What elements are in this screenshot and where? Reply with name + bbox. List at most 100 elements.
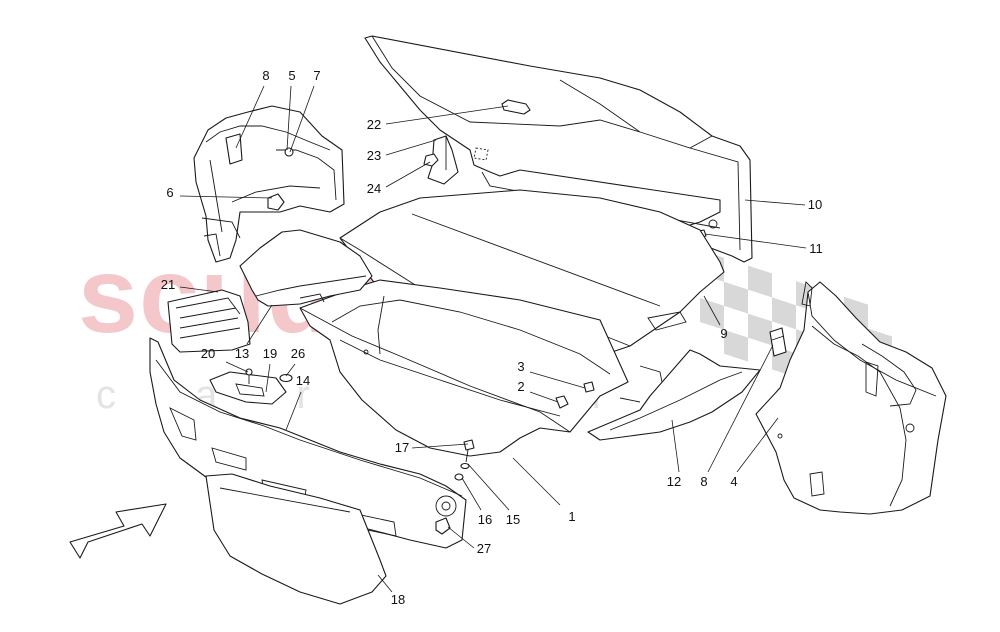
part-18-lower-trim (205, 473, 387, 605)
callout-number: 2 (517, 379, 524, 394)
callout-c24: 24 (367, 161, 431, 196)
callout-number: 14 (296, 373, 310, 388)
callout-c19: 19 (263, 346, 277, 393)
callout-c8a: 8 (235, 68, 270, 149)
callout-c9: 9 (703, 295, 728, 341)
leader-line (744, 199, 806, 206)
leader-line (385, 105, 509, 125)
leader-line (377, 574, 393, 593)
callout-number: 17 (395, 440, 409, 455)
part-2-clip (555, 395, 569, 409)
callout-c16: 16 (461, 477, 492, 527)
callout-number: 6 (166, 185, 173, 200)
callout-c10: 10 (744, 197, 822, 212)
callout-number: 7 (313, 68, 320, 83)
leader-line (736, 417, 779, 473)
part-23-bracket (427, 135, 459, 185)
callout-layer: 1234567889101112131415161718192021222324… (161, 68, 823, 607)
callout-number: 27 (477, 541, 491, 556)
leader-line (385, 161, 431, 188)
part-12-side-panel (587, 349, 761, 441)
callout-c15: 15 (467, 463, 520, 527)
callout-number: 18 (391, 592, 405, 607)
callout-number: 11 (809, 241, 823, 256)
part-20-screw (245, 368, 253, 384)
callout-c2: 2 (517, 379, 559, 403)
leader-line (289, 85, 315, 153)
leader-line (385, 139, 437, 156)
leader-line (285, 363, 296, 377)
leader-line (707, 344, 774, 473)
part-22-clip (501, 99, 531, 115)
leader-line (411, 443, 469, 449)
part-13-front-floor-panel (239, 229, 373, 307)
callout-number: 26 (291, 346, 305, 361)
part-19-latch-plate (209, 371, 287, 405)
part-15-washer (460, 462, 470, 470)
callout-number: 23 (367, 148, 381, 163)
callout-number: 13 (235, 346, 249, 361)
part-8-clip-left (225, 133, 243, 165)
callout-c6: 6 (166, 185, 273, 200)
callout-c21: 21 (161, 277, 219, 293)
leader-line (246, 304, 273, 345)
callout-number: 4 (730, 474, 737, 489)
callout-c13: 13 (235, 304, 273, 361)
callout-c12: 12 (667, 419, 681, 489)
leader-line (179, 195, 273, 199)
callout-number: 20 (201, 346, 215, 361)
callout-number: 9 (720, 326, 727, 341)
callout-c11: 11 (704, 233, 823, 256)
leader-line (285, 391, 302, 431)
callout-number: 21 (161, 277, 175, 292)
leader-line (286, 85, 292, 151)
part-4-rear-side-trim (755, 281, 947, 515)
callout-c27: 27 (447, 526, 491, 556)
leader-line (467, 463, 510, 511)
callout-number: 5 (288, 68, 295, 83)
leader-line (225, 361, 249, 373)
part-16-nut (454, 473, 464, 481)
callout-c20: 20 (201, 346, 249, 373)
leader-line (447, 526, 475, 549)
callout-number: 24 (367, 181, 381, 196)
callout-c26: 26 (285, 346, 305, 377)
leader-line (529, 371, 586, 389)
leader-line (179, 286, 219, 293)
leader-line (703, 295, 721, 326)
callout-number: 12 (667, 474, 681, 489)
callout-number: 19 (263, 346, 277, 361)
callout-number: 8 (262, 68, 269, 83)
leader-line (529, 391, 559, 403)
callout-c3: 3 (517, 359, 586, 389)
part-27-push-clip (435, 517, 451, 535)
part-8-clip-right (769, 327, 787, 357)
callout-c17: 17 (395, 440, 469, 455)
part-17-bolt (463, 439, 475, 463)
callout-c8b: 8 (700, 344, 774, 489)
callout-number: 1 (568, 509, 575, 524)
part-1-wheel-well-liner (299, 279, 629, 457)
callout-c5: 5 (286, 68, 296, 151)
leader-line (512, 457, 561, 506)
part-21-vent-grille (167, 289, 251, 353)
leader-line (704, 233, 807, 249)
leader-line (671, 419, 680, 473)
part-26-grommet (279, 373, 293, 383)
leader-line (235, 85, 265, 149)
callout-c23: 23 (367, 139, 437, 163)
callout-number: 16 (478, 512, 492, 527)
callout-c4: 4 (730, 417, 779, 489)
part-7-screw (284, 147, 294, 157)
part-3-clip (583, 381, 595, 393)
callout-c1: 1 (512, 457, 576, 524)
callout-number: 10 (808, 197, 822, 212)
direction-arrow-icon (69, 503, 167, 559)
callout-c14: 14 (285, 373, 310, 431)
callout-number: 22 (367, 117, 381, 132)
callout-c18: 18 (377, 574, 405, 607)
part-14-sill-trim (149, 337, 467, 549)
callout-number: 15 (506, 512, 520, 527)
